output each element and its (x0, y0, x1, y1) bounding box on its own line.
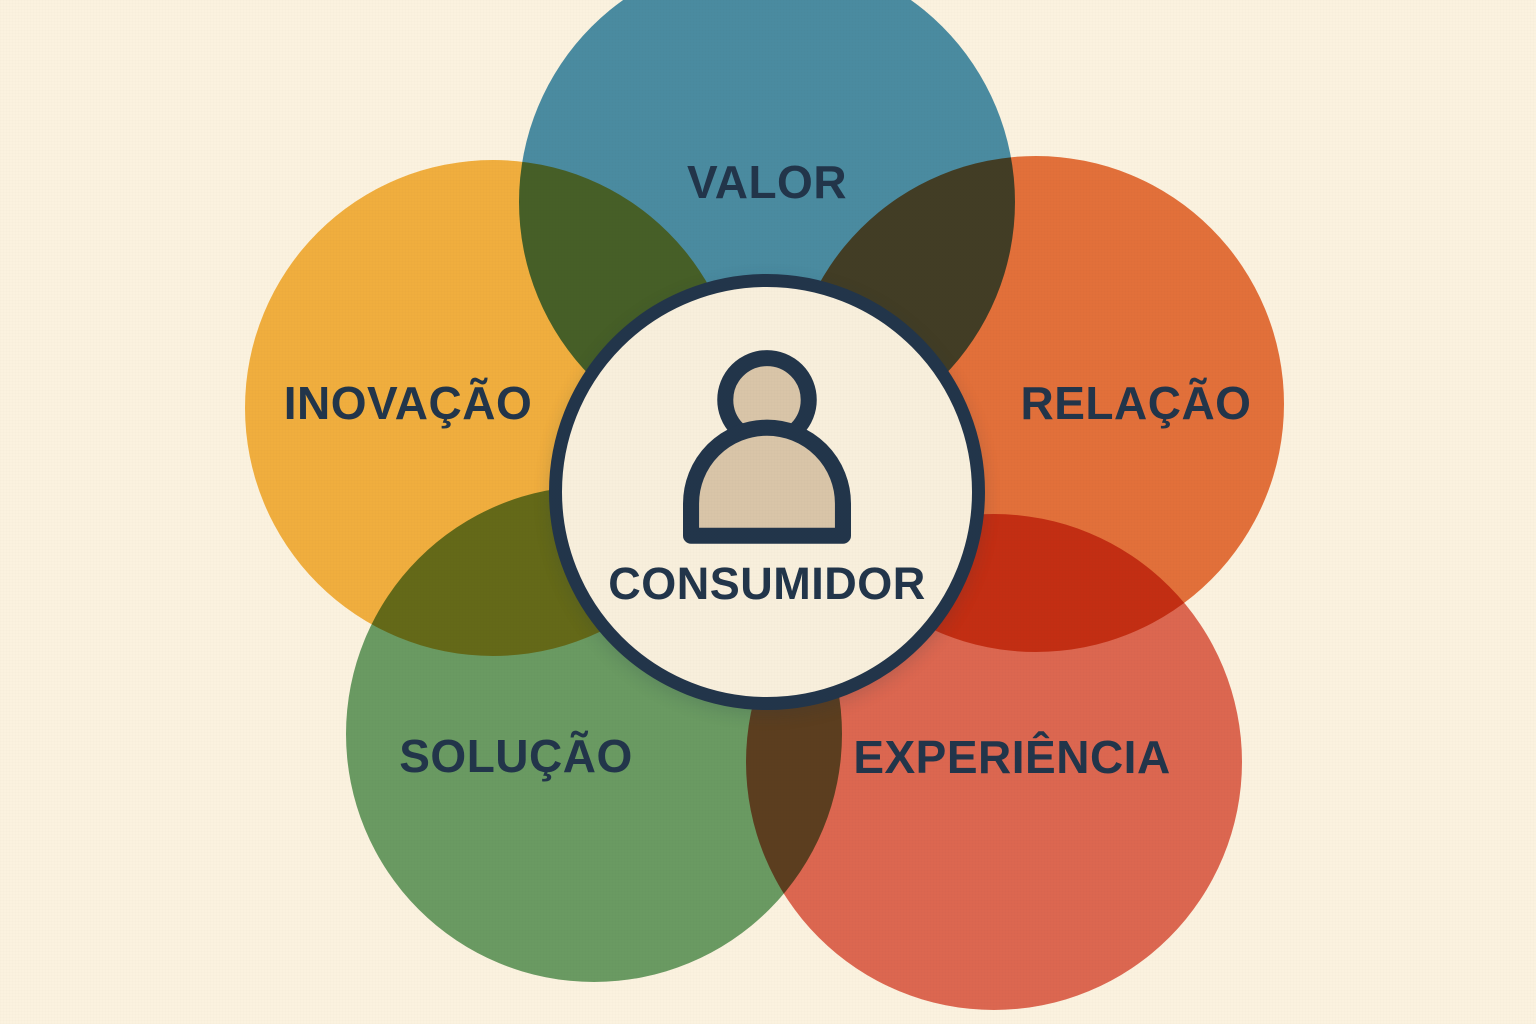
petal-label-solucao: SOLUÇÃO (399, 730, 633, 782)
petal-label-valor: VALOR (686, 156, 848, 208)
petal-label-inovacao: INOVAÇÃO (283, 377, 533, 429)
user-person-icon (683, 350, 851, 544)
center-hub-label: CONSUMIDOR (608, 558, 926, 609)
petal-label-experiencia: EXPERIÊNCIA (853, 731, 1171, 783)
center-hub-consumidor[interactable]: CONSUMIDOR (549, 274, 985, 710)
petal-label-relacao: RELAÇÃO (1020, 377, 1252, 429)
